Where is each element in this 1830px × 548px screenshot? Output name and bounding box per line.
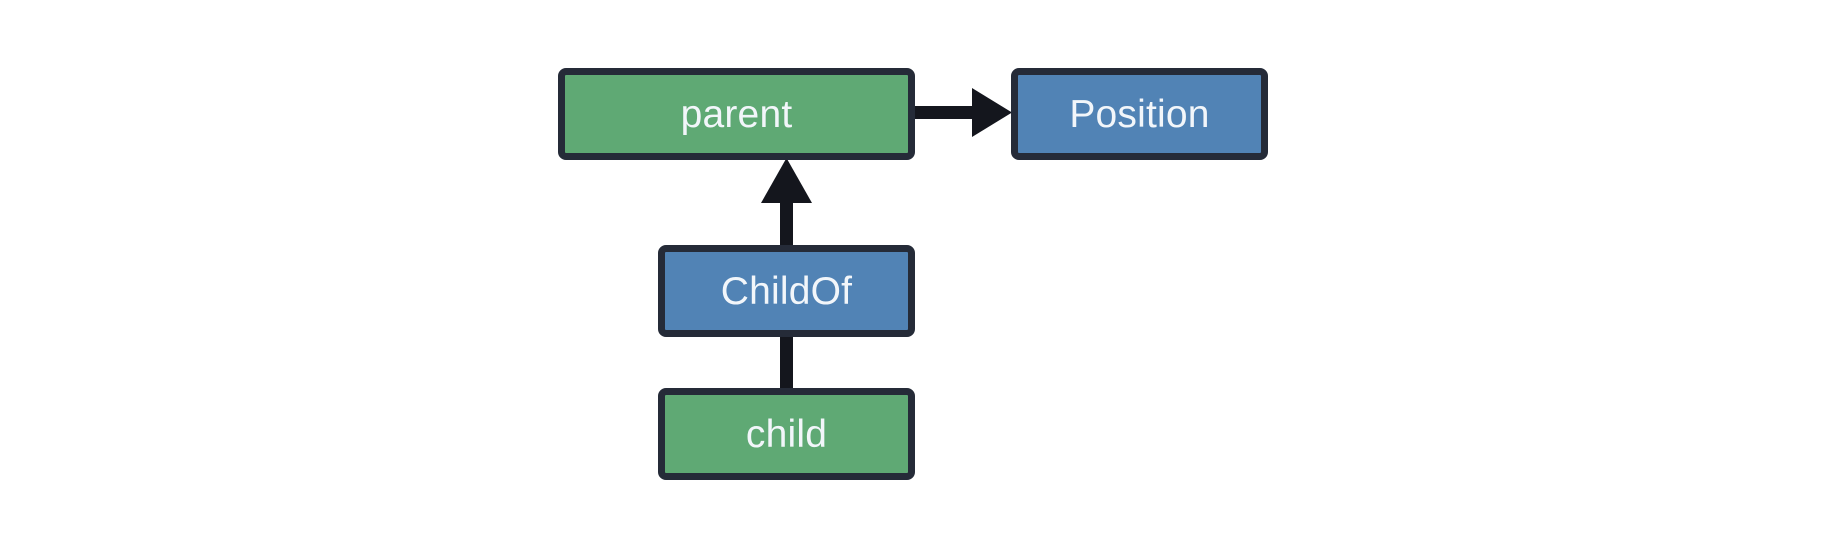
node-child-label: child: [745, 412, 828, 456]
edge-child-to-childof-line: [780, 334, 793, 390]
edge-parent-to-position: [913, 88, 1012, 137]
node-child[interactable]: child: [658, 388, 915, 480]
edge-parent-to-position-shaft: [913, 106, 978, 119]
edge-childof-to-parent-shaft: [780, 196, 793, 246]
node-childof-label: ChildOf: [720, 269, 853, 313]
edge-child-to-childof: [780, 334, 793, 390]
edge-childof-to-parent: [761, 158, 812, 246]
node-parent[interactable]: parent: [558, 68, 915, 160]
node-position[interactable]: Position: [1011, 68, 1268, 160]
edge-parent-to-position-arrowhead: [972, 88, 1012, 137]
node-position-label: Position: [1069, 92, 1210, 136]
edge-childof-to-parent-arrowhead: [761, 158, 812, 203]
node-childof[interactable]: ChildOf: [658, 245, 915, 337]
node-parent-label: parent: [680, 92, 793, 136]
